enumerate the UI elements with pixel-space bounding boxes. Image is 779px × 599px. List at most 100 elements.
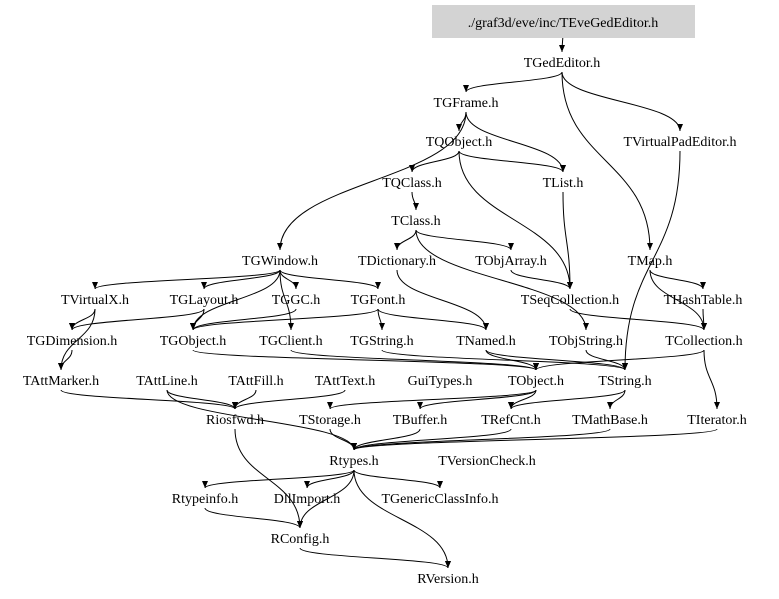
node-tstring[interactable]: TString.h [598,374,651,389]
node-tgobject[interactable]: TGObject.h [160,334,226,349]
node-label: TGString.h [350,334,413,349]
node-label: TQObject.h [426,135,492,150]
node-thashtable[interactable]: THashTable.h [664,293,743,308]
node-tclass[interactable]: TClass.h [391,214,440,229]
node-tversioncheck[interactable]: TVersionCheck.h [438,454,536,469]
node-label: TVirtualX.h [61,293,129,308]
node-label: TBuffer.h [393,413,448,428]
node-rconfig[interactable]: RConfig.h [271,532,330,547]
node-tmap[interactable]: TMap.h [628,254,673,269]
node-label: TObject.h [508,374,564,389]
node-label: RConfig.h [271,532,330,547]
node-tdictionary[interactable]: TDictionary.h [358,254,436,269]
node-tqobject[interactable]: TQObject.h [426,135,492,150]
node-label: RVersion.h [417,572,479,587]
node-label: TClass.h [391,214,440,229]
node-label: TGGC.h [272,293,321,308]
node-label: GuiTypes.h [408,374,473,389]
edge-tstring-to-trefcnt [508,389,626,410]
edge-tnamed-to-tstring [485,349,628,371]
node-riosfwd[interactable]: Riosfwd.h [206,413,264,428]
node-label: TAttLine.h [136,374,197,389]
node-tobjarray[interactable]: TObjArray.h [475,254,547,269]
edge-tobjarray-to-tseqcollection [510,269,573,290]
node-tggc[interactable]: TGGC.h [272,293,321,308]
edge-tcollection-to-tobject [533,349,705,371]
node-tglayout[interactable]: TGLayout.h [170,293,239,308]
node-tstorage[interactable]: TStorage.h [299,413,361,428]
edge-tvirtualpadeditor-to-tstring [622,150,681,371]
node-label: Rtypes.h [329,454,378,469]
node-label: TMap.h [628,254,673,269]
edge-rtypes-to-tgenericclassinfo [353,469,443,489]
node-dllimport[interactable]: DllImport.h [274,492,341,507]
node-tcollection[interactable]: TCollection.h [665,334,742,349]
node-tbuffer[interactable]: TBuffer.h [393,413,448,428]
node-label: TVersionCheck.h [438,454,536,469]
edge-tglayout-to-tgdimension [69,308,205,331]
node-tattline[interactable]: TAttLine.h [136,374,197,389]
node-root[interactable]: ./graf3d/eve/inc/TEveGedEditor.h [432,5,695,38]
node-tattfill[interactable]: TAttFill.h [228,374,283,389]
node-tqclass[interactable]: TQClass.h [382,176,442,191]
edge-tattline-to-rtypes [166,389,357,451]
node-label: TStorage.h [299,413,361,428]
edge-tattmarker-to-riosfwd [60,389,238,410]
root-node-box [432,5,695,38]
edge-tgededitor-to-tgframe [463,71,563,93]
node-tnamed[interactable]: TNamed.h [456,334,515,349]
node-label: TSeqCollection.h [521,293,619,308]
edge-tmathbase-to-rtypes [351,428,611,451]
edge-tmap-to-thashtable [649,269,706,290]
edge-tstorage-to-rtypes [329,428,357,451]
node-titerator[interactable]: TIterator.h [687,413,746,428]
edge-tcollection-to-titerator [703,349,720,410]
node-tgfont[interactable]: TGFont.h [351,293,406,308]
edge-tclass-to-tobjarray [415,229,514,251]
node-rversion[interactable]: RVersion.h [417,572,479,587]
edge-tgfont-to-tgobject [190,308,379,331]
node-tgclient[interactable]: TGClient.h [259,334,322,349]
edge-tgframe-to-tgwindow [277,111,467,251]
node-tgenericclassinfo[interactable]: TGenericClassInfo.h [381,492,498,507]
node-rtypeinfo[interactable]: Rtypeinfo.h [172,492,239,507]
node-tvirtualpadeditor[interactable]: TVirtualPadEditor.h [623,135,736,150]
node-label: TQClass.h [382,176,442,191]
node-tseqcollection[interactable]: TSeqCollection.h [521,293,619,308]
edge-thashtable-to-tcollection [700,308,707,331]
node-guitypes[interactable]: GuiTypes.h [408,374,473,389]
node-tlist[interactable]: TList.h [543,176,584,191]
node-tattmarker[interactable]: TAttMarker.h [23,374,99,389]
node-tatttext[interactable]: TAttText.h [315,374,376,389]
node-tgstring[interactable]: TGString.h [350,334,413,349]
node-trefcnt[interactable]: TRefCnt.h [481,413,541,428]
edge-tgwindow-to-tglayout [201,269,281,290]
edge-tclass-to-tdictionary [394,229,417,251]
edge-tqobject-to-tlist [458,150,566,173]
edge-tmap-to-tcollection [649,269,707,331]
node-tgwindow[interactable]: TGWindow.h [242,254,318,269]
node-label: TGObject.h [160,334,226,349]
node-tmathbase[interactable]: TMathBase.h [572,413,648,428]
node-tgdimension[interactable]: TGDimension.h [27,334,118,349]
edge-rtypes-to-rversion [353,469,451,569]
edge-riosfwd-to-rconfig [234,428,303,529]
node-tgededitor[interactable]: TGedEditor.h [524,56,601,71]
edge-tgclient-to-tobject [290,349,539,371]
edge-tgwindow-to-tggc [279,269,299,290]
edge-tgstring-to-tstring [381,349,628,371]
node-label: TGDimension.h [27,334,118,349]
node-label: TIterator.h [687,413,746,428]
node-tvirtualx[interactable]: TVirtualX.h [61,293,129,308]
edge-tdictionary-to-tnamed [396,269,489,331]
node-tobjstring[interactable]: TObjString.h [549,334,623,349]
edge-tseqcollection-to-tcollection [569,308,707,331]
edge-tvirtualx-to-tattmarker [58,308,96,371]
edge-titerator-to-rtypes [351,428,718,451]
node-label: TObjString.h [549,334,623,349]
node-rtypes[interactable]: Rtypes.h [329,454,378,469]
edge-tgobject-to-tobject [192,349,539,371]
node-tgframe[interactable]: TGFrame.h [434,96,499,111]
node-tobject[interactable]: TObject.h [508,374,564,389]
